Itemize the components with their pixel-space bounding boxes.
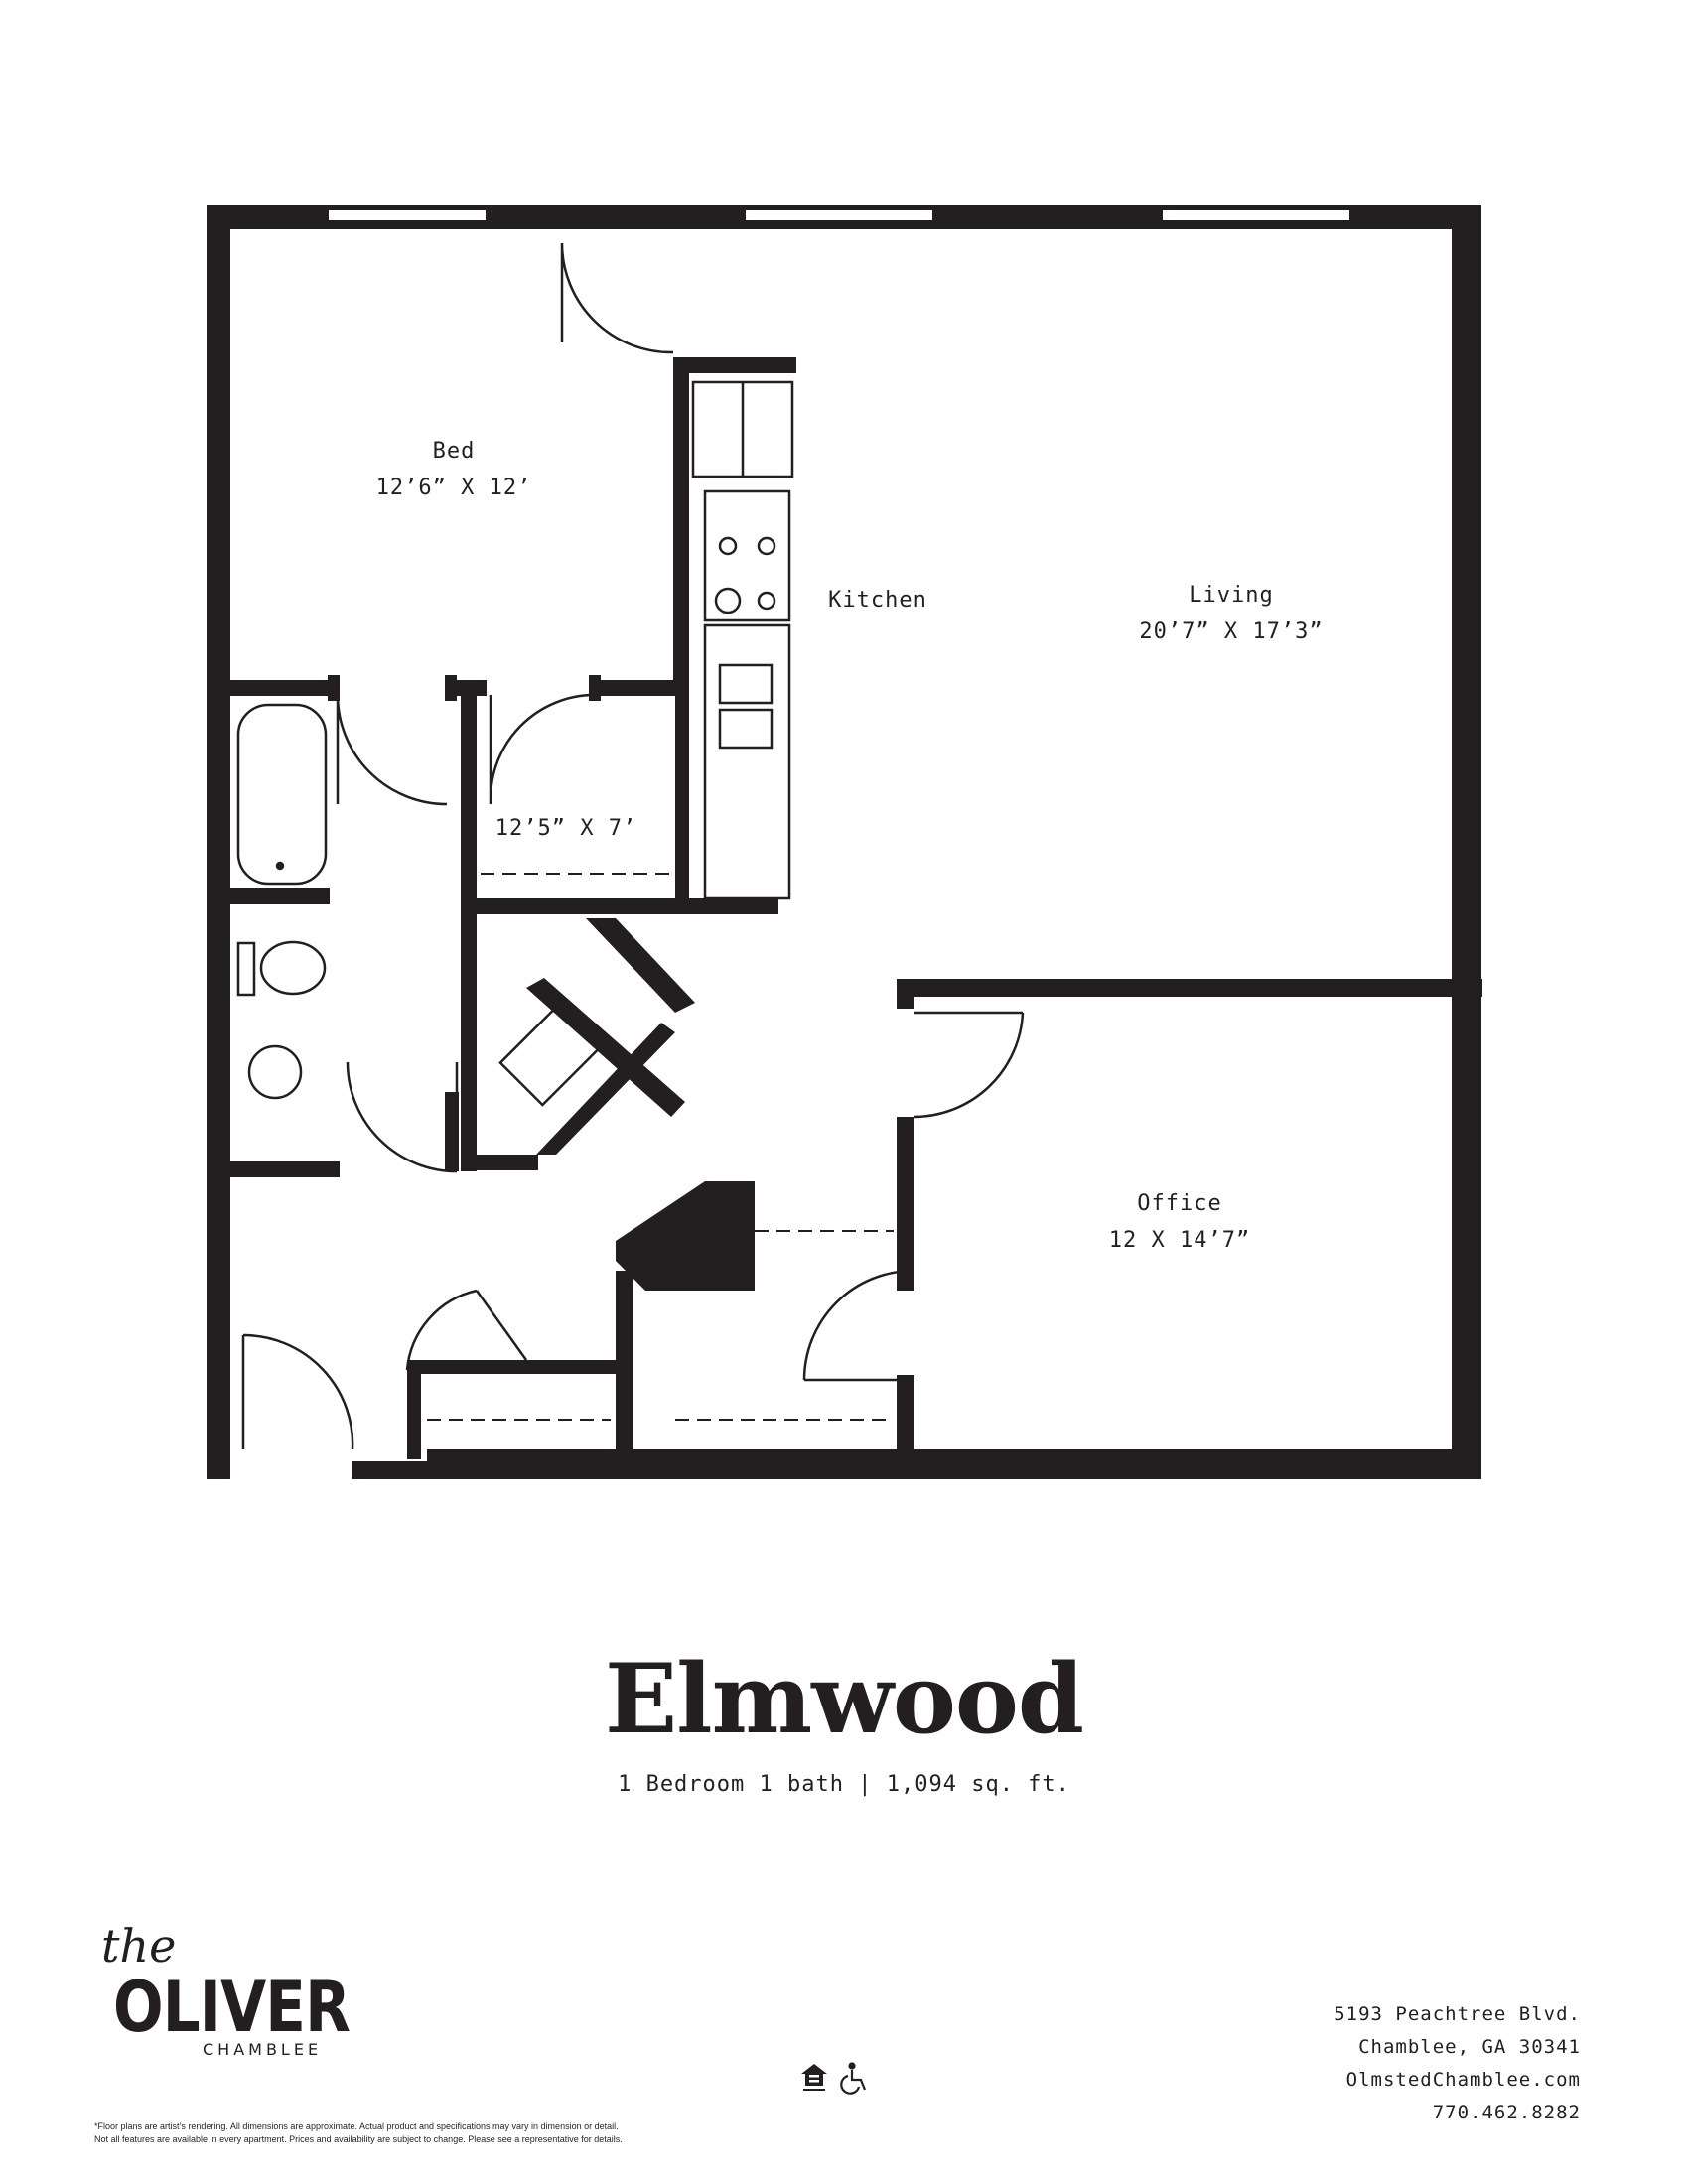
- brand-city: CHAMBLEE: [203, 2040, 323, 2059]
- living-dims: 20’7” X 17’3”: [1139, 619, 1324, 644]
- closet-shelves: [427, 873, 894, 1421]
- brand-logo: the OLIVER CHAMBLEE: [99, 1919, 357, 2060]
- stove: [703, 489, 791, 622]
- bed-dims: 12’6” X 12’: [375, 476, 532, 500]
- disclaimer: *Floor plans are artist’s rendering. All…: [94, 2120, 730, 2146]
- door-swings: [241, 242, 1025, 1450]
- washer-dryer: [498, 998, 608, 1107]
- living-name: Living: [1189, 583, 1274, 608]
- contact-phone[interactable]: 770.462.8282: [1432, 2102, 1581, 2123]
- windows: [327, 208, 1351, 222]
- contact-street: 5193 Peachtree Blvd.: [1334, 2003, 1581, 2025]
- bed-name: Bed: [432, 439, 476, 464]
- brand-name: OLIVER: [113, 1967, 351, 2048]
- walk-in-closet-label: 12’5” X 7’: [495, 816, 636, 841]
- contact-city: Chamblee, GA 30341: [1358, 2036, 1581, 2058]
- contact-info: 5193 Peachtree Blvd. Chamblee, GA 30341 …: [1334, 1998, 1581, 2129]
- plan-subtitle: 1 Bedroom 1 bath | 1,094 sq. ft.: [618, 1772, 1070, 1797]
- kitchen-sink: [718, 663, 774, 705]
- disclaimer-line-1: *Floor plans are artist’s rendering. All…: [94, 2121, 619, 2131]
- bed-label: Bed 12’6” X 12’: [376, 439, 532, 500]
- walk-in-closet-dims: 12’5” X 7’: [494, 816, 637, 841]
- kitchen-name: Kitchen: [828, 588, 927, 613]
- bathtub: [236, 703, 328, 886]
- living-label: Living 20’7” X 17’3”: [1139, 583, 1323, 644]
- toilet: [259, 940, 327, 996]
- fixtures: [236, 380, 794, 1286]
- brand-the: the: [101, 1919, 177, 1973]
- plan-title: Elmwood: [604, 1643, 1084, 1755]
- equal-housing-icon: [801, 2064, 827, 2091]
- walls: [207, 205, 1482, 1479]
- office-label: Office 12 X 14’7”: [1109, 1191, 1250, 1253]
- office-dims: 12 X 14’7”: [1108, 1228, 1251, 1253]
- sink: [247, 1044, 303, 1100]
- compliance-icons: [801, 2062, 867, 2095]
- contact-website[interactable]: OlmstedChamblee.com: [1345, 2069, 1581, 2091]
- office-name: Office: [1137, 1191, 1222, 1216]
- counter: [703, 623, 791, 900]
- floor-plan: [207, 205, 1482, 1479]
- wheelchair-accessible-icon: [840, 2062, 867, 2095]
- kitchen-label: Kitchen: [828, 588, 927, 613]
- disclaimer-line-2: Not all features are available in every …: [94, 2134, 623, 2144]
